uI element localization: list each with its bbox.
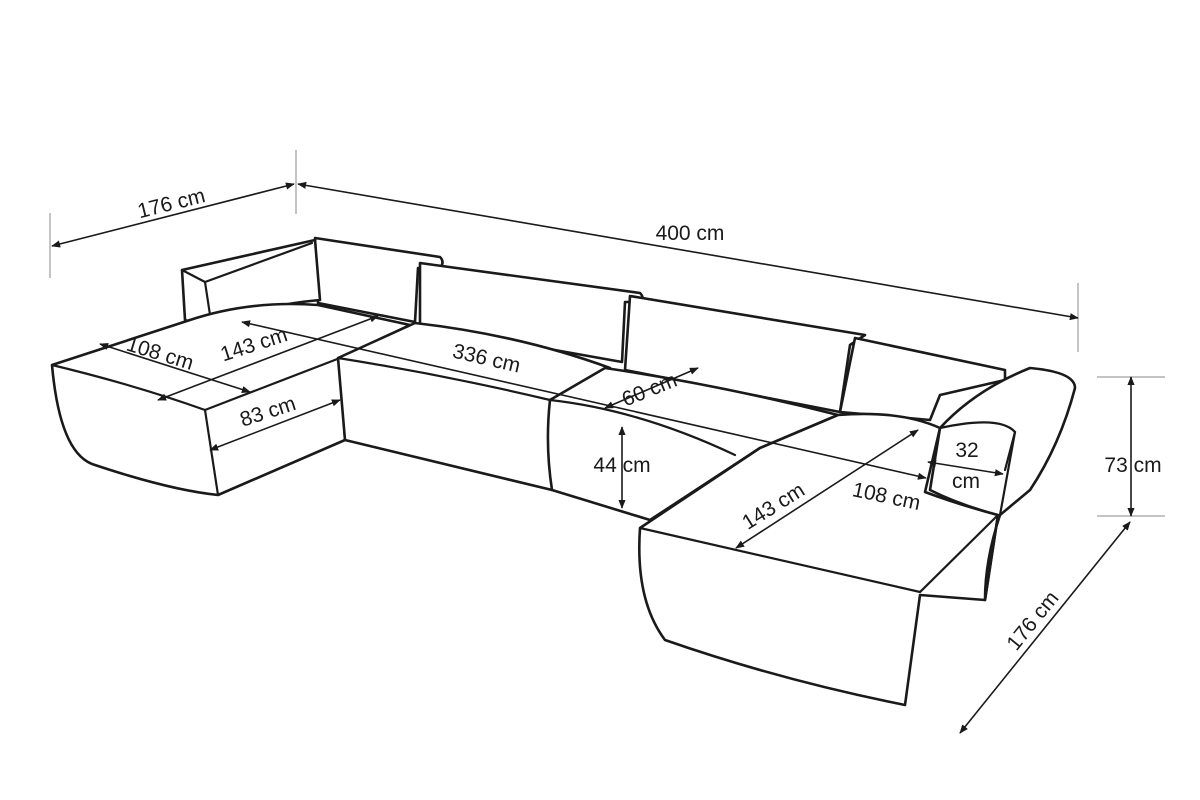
right-armrest-front-edge [998,430,1017,517]
total-width-dimension [297,181,1079,321]
arm-width-unit-label: cm [952,470,980,493]
sofa-drawing [50,236,1077,707]
left-depth-label: 176 cm [135,184,207,223]
arm-width-dimension [927,459,1004,477]
arm-width-value-label: 32 [955,439,978,462]
left-depth-dimension [51,182,295,248]
left-armrest-top-edge [203,241,314,284]
right-seat-diagonal-dimension [735,429,919,549]
back-cushion-dimension [604,367,699,409]
seat-height-label: 44 cm [593,454,650,477]
total-width-label: 400 cm [656,222,725,245]
right-chaise-top-edge [638,513,1000,594]
right-depth-label: 176 cm [1002,587,1063,655]
left-chaise-front-edge [203,408,220,497]
right-armrest [928,366,1077,602]
dimension-lines [51,181,1135,734]
total-height-label: 73 cm [1104,454,1161,477]
right-depth-dimension [959,521,1131,734]
